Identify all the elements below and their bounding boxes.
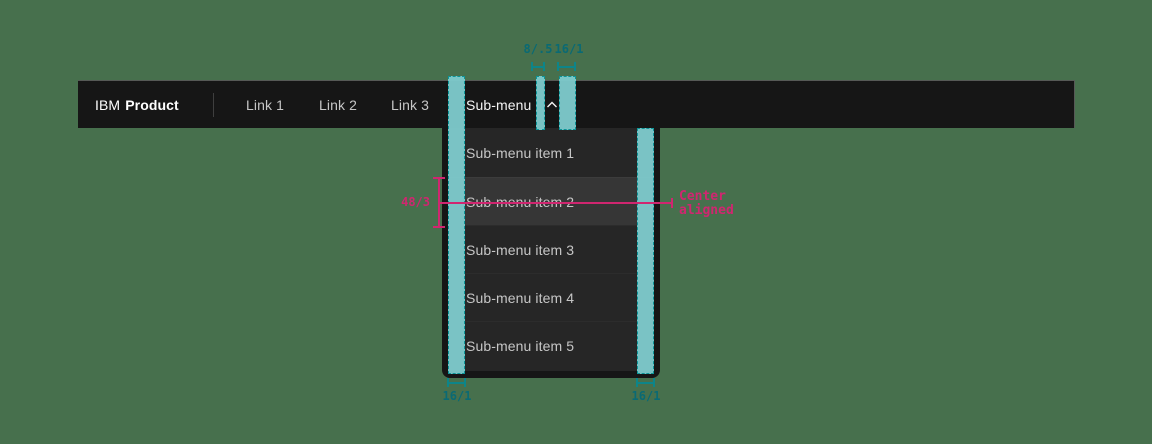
spacing-label-top-padding: 16/1 — [554, 42, 584, 56]
center-alignment-line-cap — [671, 198, 673, 208]
ruler-top-padding — [557, 62, 576, 71]
submenu-item-5[interactable]: Sub-menu item 5 — [448, 321, 654, 369]
spacing-overlay-right-padding — [559, 76, 576, 130]
brand-name: Product — [125, 97, 179, 113]
submenu-item-4[interactable]: Sub-menu item 4 — [448, 273, 654, 321]
spacing-overlay-label-chevron-gap — [536, 76, 545, 130]
spacing-overlay-menu-right-padding — [637, 128, 654, 374]
submenu-button[interactable]: Sub-menu — [448, 81, 578, 129]
submenu-list: Sub-menu item 1 Sub-menu item 2 Sub-menu… — [448, 128, 654, 371]
ruler-top-gap — [531, 62, 545, 71]
center-alignment-line — [440, 202, 672, 204]
submenu-item-3[interactable]: Sub-menu item 3 — [448, 225, 654, 273]
submenu-item-1[interactable]: Sub-menu item 1 — [466, 145, 575, 161]
brand[interactable]: IBM Product — [95, 81, 179, 129]
chevron-up-icon — [544, 97, 560, 113]
brand-prefix: IBM — [95, 97, 121, 113]
nav-link-1[interactable]: Link 1 — [246, 97, 284, 113]
item-height-label: 48/3 — [401, 195, 430, 209]
ruler-item-height — [433, 177, 445, 228]
submenu-label: Sub-menu — [466, 97, 532, 113]
submenu-dropdown: Sub-menu item 1 Sub-menu item 2 Sub-menu… — [442, 128, 660, 378]
alignment-label: Center aligned — [679, 189, 734, 218]
nav-link-2[interactable]: Link 2 — [319, 97, 357, 113]
spacing-overlay-left-padding — [448, 76, 465, 374]
spacing-label-bottom-right: 16/1 — [631, 389, 661, 403]
spacing-label-top-gap: 8/.5 — [523, 42, 553, 56]
submenu-item-2-active[interactable]: Sub-menu item 2 — [448, 177, 654, 225]
spacing-label-bottom-left: 16/1 — [442, 389, 472, 403]
header-bar: IBM Product Link 1 Link 2 Link 3 Sub-men… — [78, 80, 1075, 128]
ruler-bottom-right — [636, 378, 655, 387]
header-divider — [213, 93, 214, 117]
ruler-bottom-left — [447, 378, 466, 387]
nav-link-3[interactable]: Link 3 — [391, 97, 429, 113]
